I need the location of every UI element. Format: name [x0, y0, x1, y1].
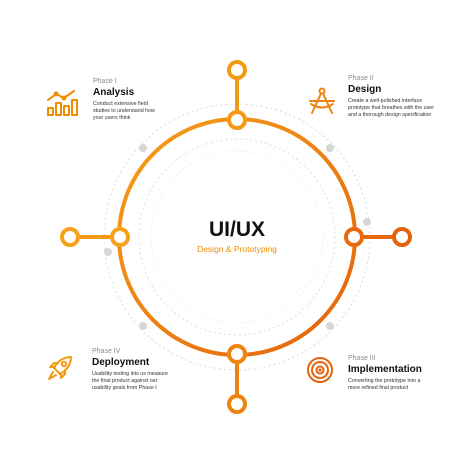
phase-title: Deployment [92, 357, 150, 368]
connector-lines [75, 75, 397, 399]
decor-dots [104, 144, 371, 330]
phase-description: Conduct extensive field studies to under… [93, 101, 155, 121]
inner-dashed-ring-2 [150, 150, 324, 324]
endpoint-top [227, 60, 247, 80]
center-title: UI/UX [209, 218, 265, 241]
rocket-icon [48, 356, 72, 380]
phase-number: Phase III [348, 355, 376, 362]
endpoint-left [60, 227, 80, 247]
phase-description: Converting the prototype into a more ref… [348, 378, 421, 391]
phase-implementation: Phase III Implementation Converting the … [348, 354, 466, 392]
bar-chart-icon [47, 90, 78, 116]
phase-analysis: Phase I Analysis Conduct extensive field… [93, 77, 211, 122]
compass-icon [309, 87, 335, 114]
phase-title: Analysis [93, 87, 135, 98]
ring-nodes [110, 110, 364, 364]
phase-description: Usability testing lets us measure the fi… [92, 371, 168, 391]
endpoint-right [392, 227, 412, 247]
phase-title: Design [348, 84, 382, 95]
phase-number: Phase II [348, 75, 374, 82]
phase-title: Implementation [348, 364, 422, 375]
center-subtitle: Design & Prototyping [197, 244, 277, 254]
node-right [344, 227, 364, 247]
phase-design: Phase II Design Create a well-polished i… [348, 74, 466, 119]
phase-number: Phase I [93, 78, 117, 85]
node-top [227, 110, 247, 130]
phase-description: Create a well-polished interface prototy… [348, 98, 434, 118]
endpoint-nodes [60, 60, 412, 414]
phase-number: Phase IV [92, 348, 121, 355]
endpoint-bottom [227, 394, 247, 414]
node-left [110, 227, 130, 247]
target-icon [307, 357, 333, 383]
phase-deployment: Phase IV Deployment Usability testing le… [92, 347, 210, 392]
node-bottom [227, 344, 247, 364]
inner-dashed-ring [138, 138, 336, 336]
